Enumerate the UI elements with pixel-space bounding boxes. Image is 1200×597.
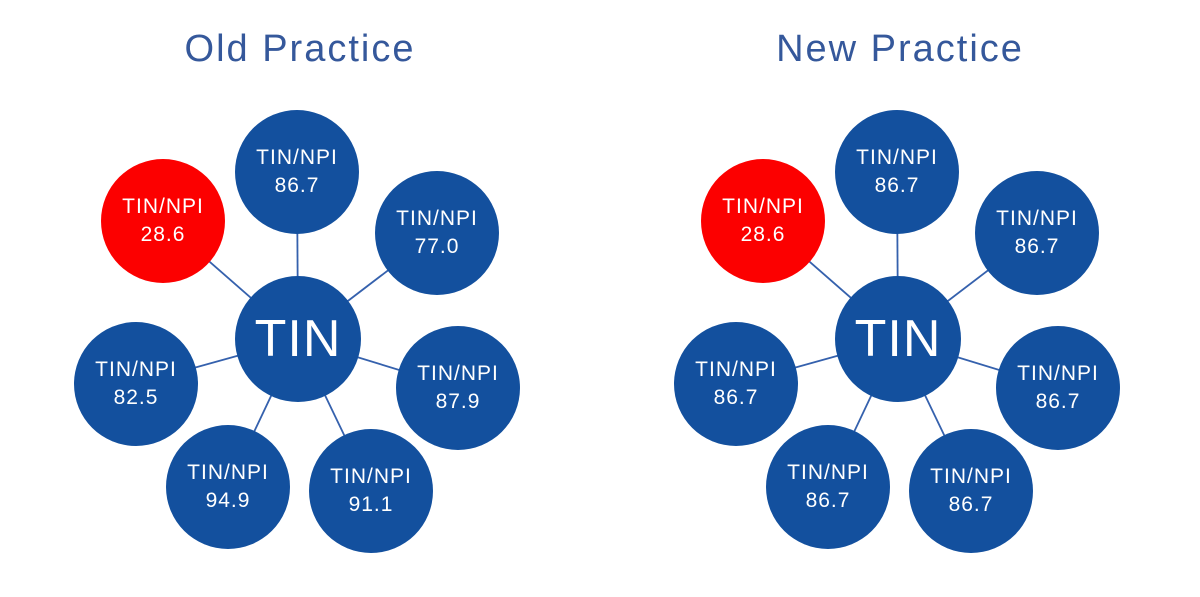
spoke-value: 86.7 (713, 386, 759, 409)
spoke-label: TIN/NPI (330, 465, 412, 488)
spoke-node-upper-right: TIN/NPI 86.7 (975, 171, 1099, 295)
spoke-node-lower-right: TIN/NPI 86.7 (909, 429, 1033, 553)
spoke-node-upper-right: TIN/NPI 77.0 (375, 171, 499, 295)
spoke-label: TIN/NPI (1017, 362, 1099, 385)
new-practice-diagram: New Practice TIN/NPI 86.7 TIN/NPI 86.7 T… (600, 0, 1200, 597)
spoke-value: 77.0 (414, 235, 460, 258)
spoke-value: 86.7 (805, 489, 851, 512)
spoke-label: TIN/NPI (722, 195, 804, 218)
old-practice-diagram: Old Practice TIN/NPI 86.7 TIN/NPI 77.0 T… (74, 28, 520, 553)
spoke-node-upper-left-highlighted: TIN/NPI 28.6 (701, 159, 825, 283)
spoke-value: 94.9 (205, 489, 251, 512)
spoke-value: 82.5 (113, 386, 159, 409)
spoke-label: TIN/NPI (695, 358, 777, 381)
spoke-value: 91.1 (348, 493, 394, 516)
spoke-node-left: TIN/NPI 86.7 (674, 322, 798, 446)
hub-node: TIN (235, 276, 361, 402)
spoke-label: TIN/NPI (256, 146, 338, 169)
spoke-value: 86.7 (874, 174, 920, 197)
diagram-title-new: New Practice (776, 28, 1024, 70)
spoke-value: 86.7 (1014, 235, 1060, 258)
spoke-label: TIN/NPI (856, 146, 938, 169)
diagram-title-old: Old Practice (184, 28, 416, 70)
spoke-node-upper-left-highlighted: TIN/NPI 28.6 (101, 159, 225, 283)
spoke-value: 86.7 (1035, 390, 1081, 413)
spoke-value: 86.7 (274, 174, 320, 197)
spoke-node-top: TIN/NPI 86.7 (835, 110, 959, 234)
spoke-node-right: TIN/NPI 86.7 (996, 326, 1120, 450)
hub-label: TIN (254, 310, 342, 368)
spoke-node-top: TIN/NPI 86.7 (235, 110, 359, 234)
spoke-label: TIN/NPI (95, 358, 177, 381)
spoke-label: TIN/NPI (187, 461, 269, 484)
spoke-label: TIN/NPI (930, 465, 1012, 488)
spoke-value: 28.6 (140, 223, 186, 246)
spoke-label: TIN/NPI (787, 461, 869, 484)
spoke-node-lower-left: TIN/NPI 86.7 (766, 425, 890, 549)
hub-label: TIN (854, 310, 942, 368)
spoke-node-lower-right: TIN/NPI 91.1 (309, 429, 433, 553)
spoke-label: TIN/NPI (396, 207, 478, 230)
spoke-node-right: TIN/NPI 87.9 (396, 326, 520, 450)
hub-node: TIN (835, 276, 961, 402)
spoke-label: TIN/NPI (122, 195, 204, 218)
spoke-node-left: TIN/NPI 82.5 (74, 322, 198, 446)
spoke-value: 86.7 (948, 493, 994, 516)
spoke-node-lower-left: TIN/NPI 94.9 (166, 425, 290, 549)
spoke-label: TIN/NPI (417, 362, 499, 385)
spoke-value: 28.6 (740, 223, 786, 246)
spoke-label: TIN/NPI (996, 207, 1078, 230)
spoke-value: 87.9 (435, 390, 481, 413)
